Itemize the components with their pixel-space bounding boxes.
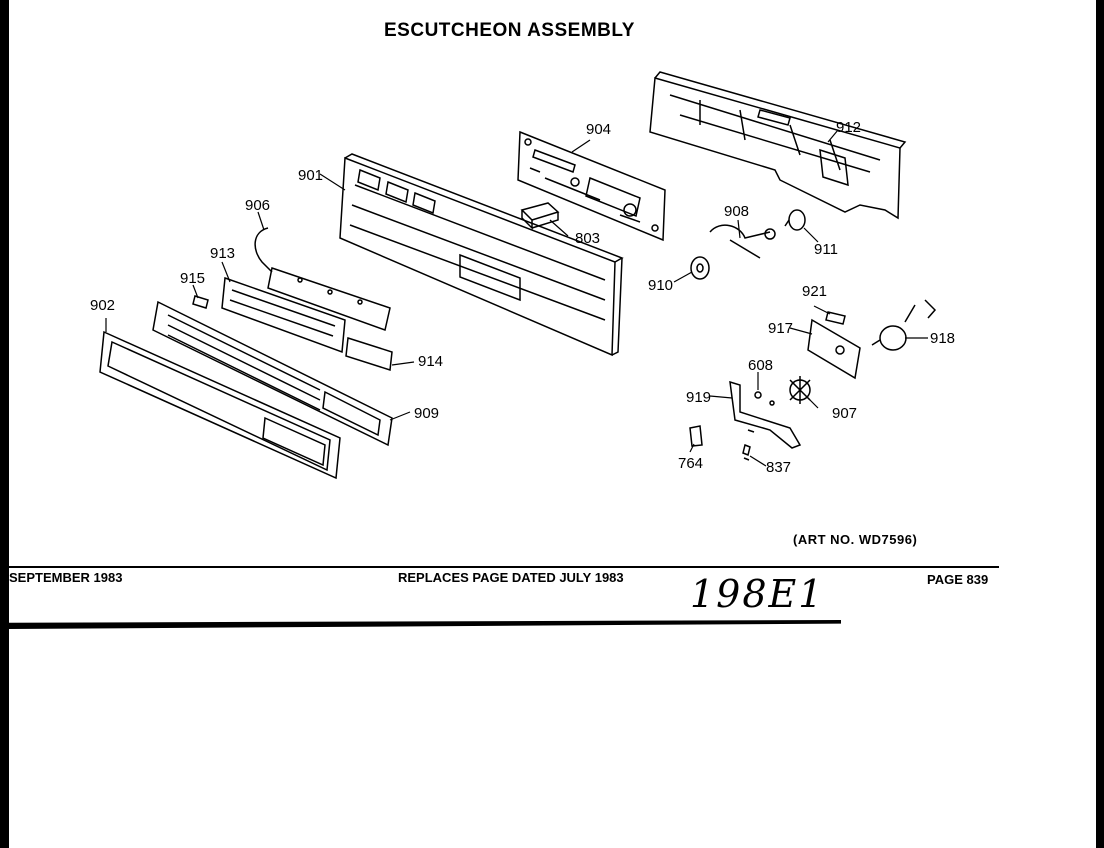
callout-913: 913	[210, 245, 235, 262]
callout-908: 908	[724, 203, 749, 220]
part-918-motor	[871, 299, 937, 351]
callout-907: 907	[832, 405, 857, 422]
callout-608: 608	[748, 357, 773, 374]
callout-906: 906	[245, 197, 270, 214]
callout-919: 919	[686, 389, 711, 406]
part-913-keyboard	[221, 276, 346, 354]
page-title: ESCUTCHEON ASSEMBLY	[384, 20, 635, 41]
handwritten-note: 198E1	[690, 572, 825, 616]
part-909-overlay	[152, 300, 393, 447]
part-910-disc	[690, 256, 710, 280]
callout-902: 902	[90, 297, 115, 314]
part-608-rivet	[754, 391, 762, 399]
part-912-bracket	[649, 71, 907, 220]
callout-803: 803	[575, 230, 600, 247]
art-number: (ART NO. WD7596)	[793, 532, 918, 547]
bottom-rule	[9, 620, 841, 629]
callout-921: 921	[802, 283, 827, 300]
callout-911: 911	[814, 241, 838, 258]
callout-904: 904	[586, 121, 611, 138]
part-917-plate	[807, 318, 861, 380]
callout-914: 914	[418, 353, 443, 370]
part-902-frame	[99, 330, 341, 480]
part-608-rivet-b	[769, 400, 775, 406]
part-907-fan	[789, 376, 811, 404]
part-904-board	[517, 130, 666, 242]
part-919-lever	[729, 380, 802, 449]
leader-lines	[105, 129, 928, 467]
footer-page-number: PAGE 839	[927, 572, 989, 587]
part-908-wire	[709, 224, 776, 259]
callout-915: 915	[180, 270, 205, 287]
callout-764: 764	[678, 455, 703, 472]
callout-837: 837	[766, 459, 791, 476]
callout-917: 917	[768, 320, 793, 337]
scan-right-edge	[1096, 0, 1104, 848]
part-911-knob	[784, 209, 806, 231]
part-921-clip	[825, 311, 846, 325]
part-906-ribbon	[254, 227, 391, 331]
callout-912: 912	[836, 119, 861, 136]
part-915-button	[192, 295, 209, 309]
part-764-screw	[689, 425, 703, 447]
callout-910: 910	[648, 277, 673, 294]
part-914-window	[345, 337, 393, 371]
footer-date: SEPTEMBER 1983	[9, 570, 123, 585]
callout-918: 918	[930, 330, 955, 347]
callout-909: 909	[414, 405, 439, 422]
callout-901: 901	[298, 167, 323, 184]
part-837-spring	[742, 443, 751, 461]
footer-replaces: REPLACES PAGE DATED JULY 1983	[398, 570, 624, 585]
part-803-switch	[520, 202, 560, 230]
scan-left-edge	[0, 0, 9, 848]
part-901-console	[339, 153, 624, 357]
footer-divider	[9, 566, 999, 568]
callout-labels: 901 902 904 906 907 908 909 910 911 912 …	[90, 119, 955, 476]
